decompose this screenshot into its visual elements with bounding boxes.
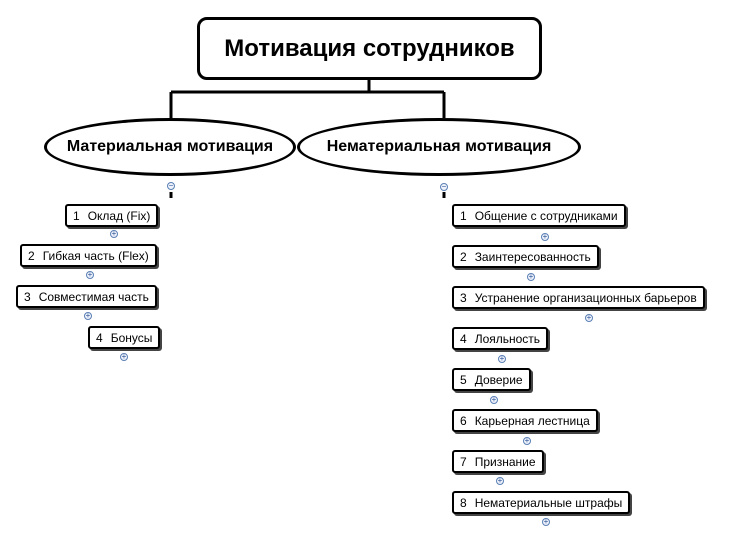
- item-number: 2: [460, 249, 467, 264]
- item-number: 1: [460, 208, 467, 223]
- plus-circle-icon[interactable]: +: [527, 272, 535, 281]
- item-label: Общение с сотрудниками: [474, 208, 618, 223]
- item-label: Устранение организационных барьеров: [474, 290, 697, 305]
- plus-circle-icon[interactable]: +: [120, 352, 128, 361]
- minus-circle-icon[interactable]: −: [440, 182, 448, 191]
- nonmaterial-item[interactable]: 4 Лояльность: [452, 327, 549, 350]
- plus-circle-icon[interactable]: +: [541, 232, 549, 241]
- item-number: 7: [460, 454, 467, 469]
- item-number: 4: [96, 330, 103, 345]
- plus-circle-icon[interactable]: +: [498, 354, 506, 363]
- item-number: 3: [460, 290, 467, 305]
- nonmaterial-item[interactable]: 8 Нематериальные штрафы: [452, 491, 631, 514]
- plus-circle-icon[interactable]: +: [86, 270, 94, 279]
- item-label: Заинтересованность: [474, 249, 591, 264]
- branch-title: Материальная мотивация: [66, 138, 274, 155]
- branch-material-motivation[interactable]: Материальная мотивация: [44, 118, 296, 176]
- nonmaterial-item[interactable]: 5 Доверие: [452, 368, 531, 391]
- item-label: Гибкая часть (Flex): [42, 248, 149, 263]
- branch-title: Нематериальная мотивация: [326, 138, 552, 155]
- item-label: Карьерная лестница: [474, 413, 590, 428]
- nonmaterial-item[interactable]: 1 Общение с сотрудниками: [452, 204, 626, 227]
- root-topic[interactable]: Мотивация сотрудников: [197, 17, 542, 80]
- plus-circle-icon[interactable]: +: [496, 476, 504, 485]
- plus-circle-icon[interactable]: +: [490, 395, 498, 404]
- nonmaterial-item[interactable]: 6 Карьерная лестница: [452, 409, 598, 432]
- nonmaterial-item[interactable]: 2 Заинтересованность: [452, 245, 599, 268]
- item-number: 4: [460, 331, 467, 346]
- plus-circle-icon[interactable]: +: [585, 313, 593, 322]
- item-number: 3: [24, 289, 31, 304]
- item-label: Лояльность: [474, 331, 541, 346]
- item-number: 2: [28, 248, 35, 263]
- plus-circle-icon[interactable]: +: [110, 229, 118, 238]
- material-item[interactable]: 4 Бонусы: [88, 326, 161, 349]
- root-title: Мотивация сотрудников: [224, 34, 515, 62]
- item-label: Признание: [474, 454, 536, 469]
- material-item[interactable]: 3 Совместимая часть: [16, 285, 157, 308]
- plus-circle-icon[interactable]: +: [84, 311, 92, 320]
- branch-nonmaterial-motivation[interactable]: Нематериальная мотивация: [297, 118, 581, 176]
- material-item[interactable]: 2 Гибкая часть (Flex): [20, 244, 157, 267]
- plus-circle-icon[interactable]: +: [523, 436, 531, 445]
- item-label: Оклад (Fix): [87, 208, 151, 223]
- item-number: 1: [73, 208, 80, 223]
- item-number: 6: [460, 413, 467, 428]
- minus-circle-icon[interactable]: −: [167, 181, 175, 190]
- item-label: Совместимая часть: [38, 289, 149, 304]
- item-label: Доверие: [474, 372, 523, 387]
- nonmaterial-item[interactable]: 3 Устранение организационных барьеров: [452, 286, 705, 309]
- item-label: Нематериальные штрафы: [474, 495, 623, 510]
- item-number: 8: [460, 495, 467, 510]
- item-number: 5: [460, 372, 467, 387]
- nonmaterial-item[interactable]: 7 Признание: [452, 450, 544, 473]
- material-item[interactable]: 1 Оклад (Fix): [65, 204, 159, 227]
- plus-circle-icon[interactable]: +: [542, 517, 550, 526]
- item-label: Бонусы: [110, 330, 153, 345]
